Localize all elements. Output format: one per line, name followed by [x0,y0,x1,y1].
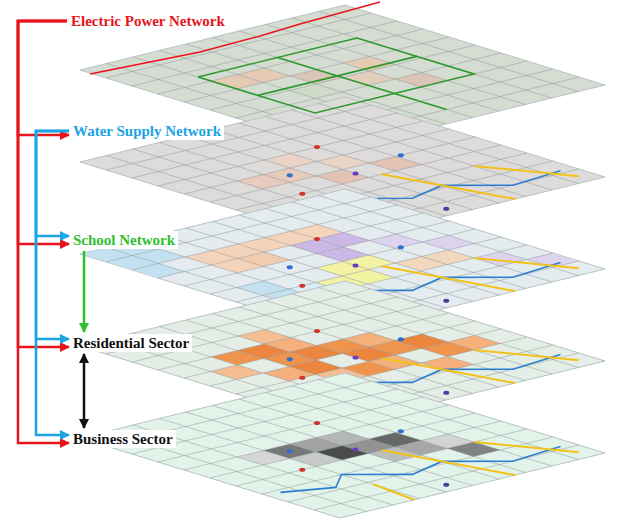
layer-title: Electric Power Network [71,12,225,30]
road [474,442,579,452]
grid-line [236,421,501,486]
map-area [448,336,501,351]
facility-dot [299,376,305,380]
layer-title: Business Sector [73,430,173,448]
layer-title: Water Supply Network [73,122,221,140]
map-area [264,168,317,183]
layer-label: School Network [70,231,178,249]
road [474,258,579,268]
map-area [317,155,370,170]
map-area [317,431,370,446]
facility-dot [299,284,305,288]
facility-dot [287,173,293,177]
road [382,358,515,383]
power-line [198,38,474,113]
facility-dot [353,264,359,268]
layer-label: Residential Sector [70,334,192,352]
facility-dot [314,145,320,149]
facility-dot [443,299,449,303]
grid-line [292,294,552,374]
power-line [258,56,417,95]
power-line [278,58,447,110]
grid-line [239,399,499,479]
grid-line [239,215,499,295]
layer-label: Electric Power Network [68,12,228,30]
river [280,447,560,493]
map-area [264,154,317,169]
flow-arrow [18,21,69,135]
road [382,174,515,199]
facility-dot [443,391,449,395]
map-area [422,250,475,265]
facility-dot [287,449,293,453]
road [382,450,515,475]
grid-line [266,117,526,197]
flow-arrow [83,251,86,332]
grid-line [292,386,552,466]
facility-dot [443,483,449,487]
facility-dot [443,207,449,211]
grid-line [319,104,579,184]
layer-label: Water Supply Network [70,122,224,140]
road [373,484,415,500]
map-area [133,249,186,264]
map-area [395,73,448,88]
grid-line [239,307,499,387]
layer-title: Residential Sector [73,334,189,352]
road [474,350,579,360]
map-area [369,355,422,370]
map-area [316,170,369,185]
facility-dot [353,356,359,360]
facility-dot [299,468,305,472]
grid-line [266,301,526,381]
facility-dot [353,172,359,176]
flow-arrow [36,131,69,236]
flow-arrow [83,354,86,428]
map-area [422,236,475,251]
facility-dot [398,429,404,433]
map-area [211,365,264,380]
road [382,266,515,291]
layer-label: Business Sector [70,430,176,448]
facility-dot [398,337,404,341]
grid-line [319,196,579,276]
map-area [317,233,370,248]
grid-line [266,209,526,289]
flow-arrow [18,21,69,347]
map-area [238,68,291,83]
map-area [238,330,291,345]
grid-line [319,288,579,368]
facility-dot [314,237,320,241]
facility-dot [287,357,293,361]
flow-arrow [18,21,69,443]
flow-arrow [36,131,69,435]
map-area [237,451,290,466]
facility-dot [314,329,320,333]
map-area [290,452,343,467]
map-area [370,234,423,249]
grid-line [319,380,579,460]
facility-dot [299,192,305,196]
grid-line [292,202,552,282]
facility-dot [287,265,293,269]
flow-arrow [18,21,69,244]
facility-dot [314,421,320,425]
flow-arrow [36,131,69,339]
map-area [132,264,185,279]
map-area [238,252,291,267]
facility-dot [353,448,359,452]
map-area [369,157,422,172]
grid-line [314,445,579,510]
layer-title: School Network [73,231,175,249]
grid-line [266,393,526,473]
grid-line [210,413,475,478]
grid-line [292,110,552,190]
road [474,166,579,176]
grid-line [239,123,499,203]
facility-dot [398,153,404,157]
facility-dot [398,245,404,249]
